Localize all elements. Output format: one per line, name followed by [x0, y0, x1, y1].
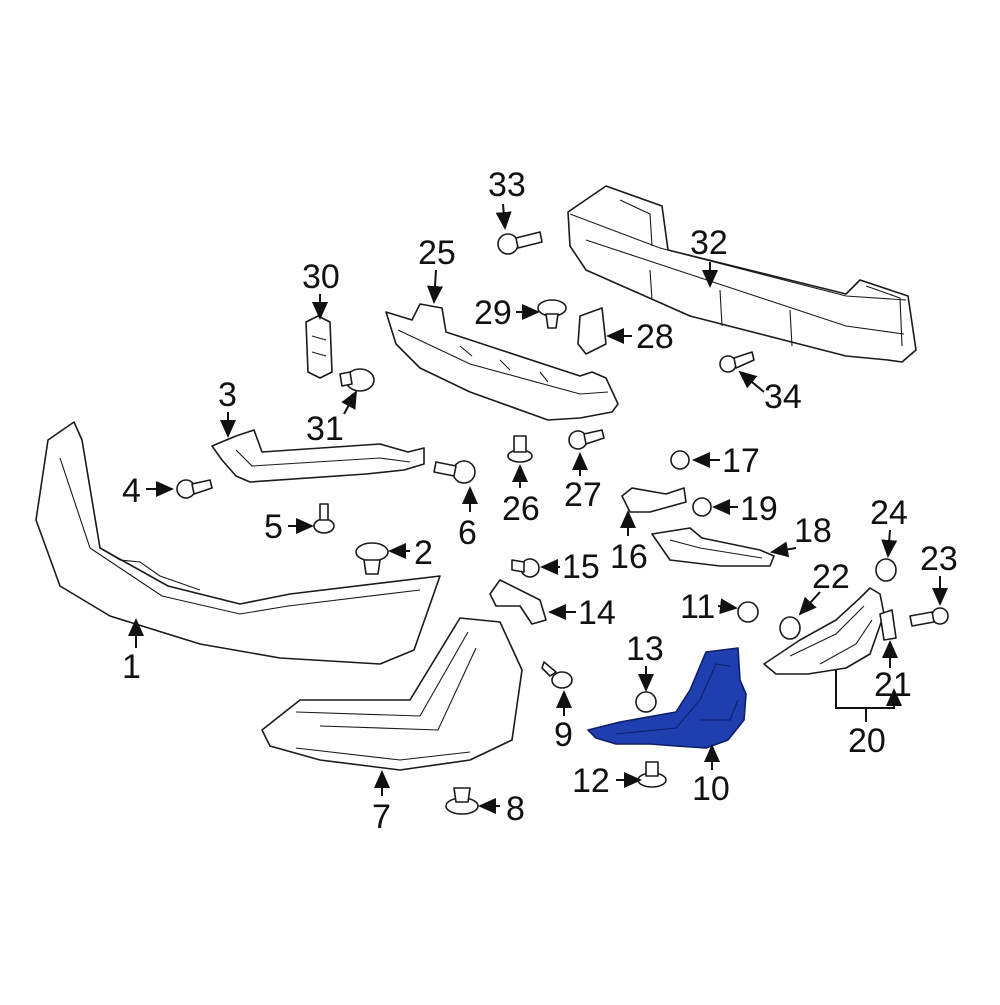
callout-15: 15 — [562, 548, 600, 586]
callout-4: 4 — [122, 472, 141, 510]
callout-labels: 33 25 30 29 28 32 34 31 3 4 5 6 2 26 27 … — [122, 166, 958, 836]
callout-22: 22 — [812, 558, 850, 596]
part-6-bolt[interactable] — [433, 460, 476, 484]
leader-lines — [128, 203, 948, 814]
part-22-screw[interactable] — [779, 616, 801, 640]
part-24-screw[interactable] — [875, 558, 897, 582]
callout-8: 8 — [506, 790, 525, 828]
callout-26: 26 — [502, 490, 540, 528]
part-33-bolt[interactable] — [497, 231, 543, 255]
part-19-screw[interactable] — [692, 497, 712, 517]
part-12-push-pin[interactable] — [637, 761, 667, 788]
fasteners — [176, 231, 949, 815]
part-16-bracket[interactable] — [621, 487, 687, 513]
part-1-bumper-cover[interactable] — [35, 421, 441, 665]
part-31-push-pin[interactable] — [339, 368, 375, 392]
part-21-bracket[interactable] — [879, 609, 897, 641]
part-29-push-pin[interactable] — [537, 299, 567, 329]
callout-16: 16 — [610, 538, 648, 576]
part-26-clip[interactable] — [507, 435, 533, 463]
callout-20: 20 — [848, 722, 886, 760]
part-4-bolt[interactable] — [176, 479, 213, 499]
part-25-absorber[interactable] — [385, 303, 619, 421]
part-3-side-bracket[interactable] — [211, 429, 425, 483]
part-14-clip[interactable] — [489, 579, 547, 625]
callout-28: 28 — [636, 318, 674, 356]
callout-11: 11 — [680, 588, 715, 626]
part-17-screw[interactable] — [670, 450, 690, 470]
part-34-bolt[interactable] — [719, 351, 755, 373]
callout-10: 10 — [692, 770, 730, 808]
part-27-bolt[interactable] — [568, 429, 605, 450]
callout-29: 29 — [474, 294, 512, 332]
callout-1: 1 — [122, 648, 141, 686]
part-32-reinforcement-beam[interactable] — [567, 185, 917, 363]
part-2-push-clip[interactable] — [355, 542, 389, 575]
callout-12: 12 — [572, 762, 610, 800]
part-8-push-pin[interactable] — [445, 787, 479, 815]
callout-19: 19 — [740, 490, 778, 528]
callout-9: 9 — [554, 716, 573, 754]
callout-2: 2 — [414, 534, 433, 572]
callout-7: 7 — [372, 798, 391, 836]
part-28-bracket[interactable] — [577, 307, 607, 355]
callout-13: 13 — [626, 630, 664, 668]
callout-23: 23 — [920, 540, 958, 578]
callout-6: 6 — [458, 514, 477, 552]
part-15-screw[interactable] — [511, 558, 540, 578]
callout-32: 32 — [690, 224, 728, 262]
part-13-screw[interactable] — [635, 691, 657, 713]
part-23-bolt[interactable] — [909, 607, 949, 627]
part-11-screw[interactable] — [737, 601, 759, 623]
part-9-screw[interactable] — [541, 661, 573, 689]
part-7-lower-valance[interactable] — [261, 617, 523, 771]
callout-25: 25 — [418, 234, 456, 272]
callout-5: 5 — [264, 508, 283, 546]
callout-18: 18 — [794, 512, 832, 550]
part-20-side-bracket[interactable] — [763, 587, 885, 675]
part-30-bracket[interactable] — [305, 315, 333, 379]
callout-31: 31 — [306, 410, 344, 448]
part-10-bracket-highlighted[interactable] — [587, 647, 747, 749]
callout-17: 17 — [722, 442, 760, 480]
callout-34: 34 — [764, 378, 802, 416]
callout-3: 3 — [218, 376, 237, 414]
callout-14: 14 — [578, 594, 616, 632]
callout-21: 21 — [874, 666, 912, 704]
callout-30: 30 — [302, 258, 340, 296]
callout-33: 33 — [488, 166, 526, 204]
part-18-air-guide[interactable] — [651, 527, 775, 567]
callout-24: 24 — [870, 494, 908, 532]
callout-27: 27 — [564, 476, 602, 514]
part-5-screw[interactable] — [313, 503, 335, 534]
